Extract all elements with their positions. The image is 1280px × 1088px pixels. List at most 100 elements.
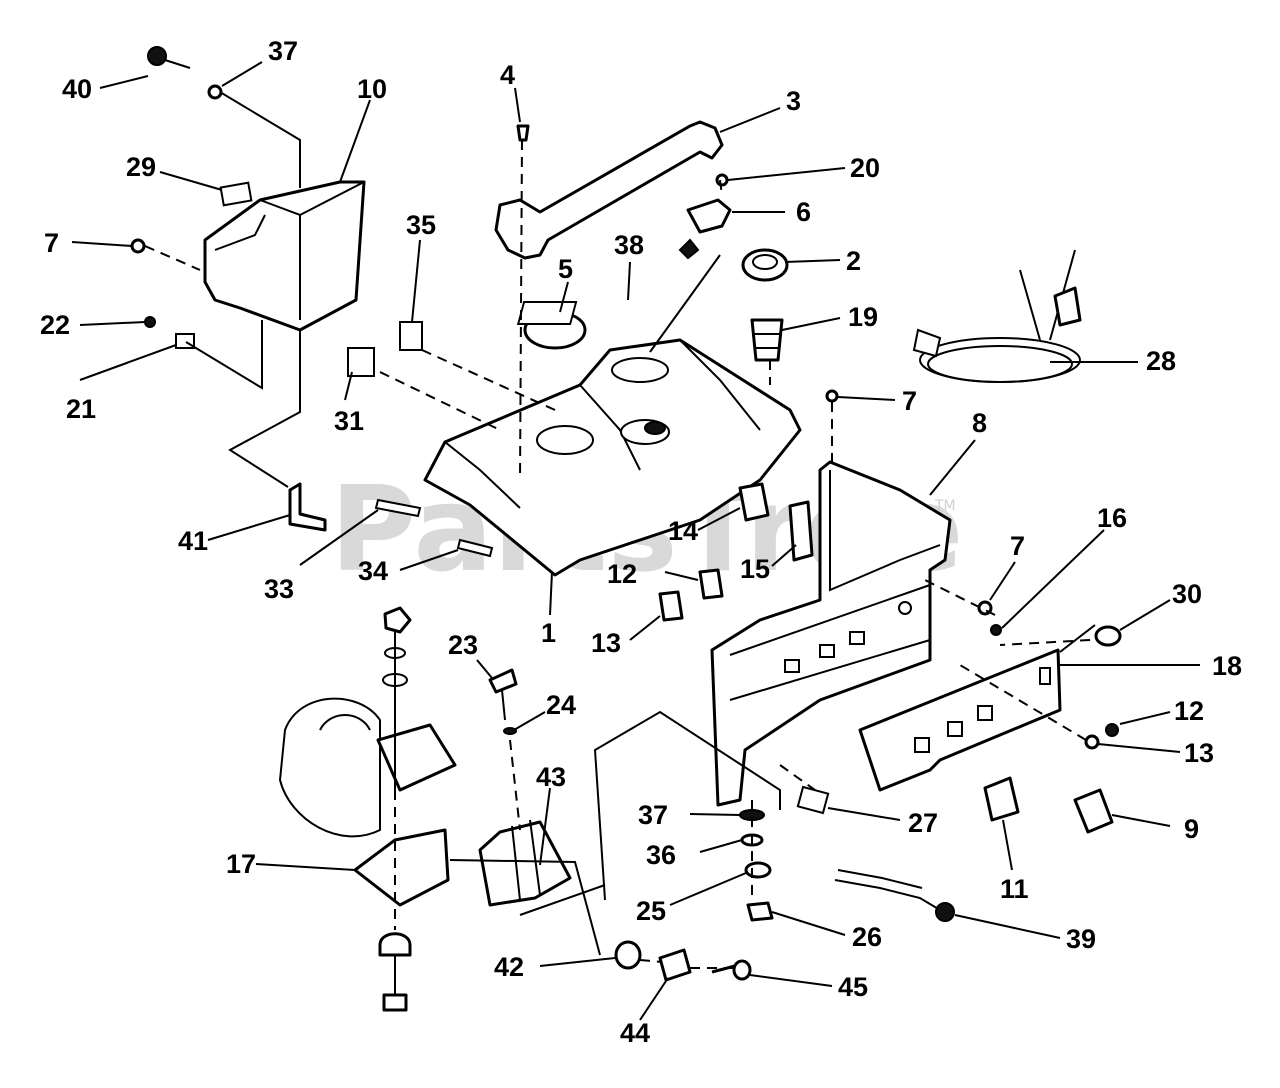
cord-28-drawing bbox=[912, 249, 1082, 383]
part-label-13-upper: 13 bbox=[591, 628, 621, 658]
mount-17-drawing bbox=[278, 697, 457, 907]
receptacle-9-drawing bbox=[1073, 788, 1114, 834]
nut-12-upper-drawing bbox=[698, 568, 724, 600]
part-label-40: 40 bbox=[62, 74, 92, 104]
part-label-34: 34 bbox=[358, 556, 388, 586]
part-label-31: 31 bbox=[334, 406, 364, 436]
plug-30-drawing bbox=[1094, 625, 1122, 647]
part-label-20: 20 bbox=[850, 153, 880, 183]
label-38-drawing bbox=[516, 301, 578, 325]
switch-11-drawing bbox=[983, 776, 1020, 822]
sleeve-44-drawing bbox=[658, 948, 692, 982]
label-29-drawing bbox=[219, 181, 253, 207]
part-label-2: 2 bbox=[846, 246, 861, 276]
frame-8-drawing bbox=[710, 460, 952, 807]
part-label-22: 22 bbox=[40, 310, 70, 340]
part-label-3: 3 bbox=[786, 86, 801, 116]
stud-stack-drawing bbox=[382, 606, 412, 790]
part-labels: 1 2 3 4 5 6 7 7 7 8 9 10 11 12 12 13 13 … bbox=[40, 36, 1242, 1048]
strip-33-drawing bbox=[374, 498, 422, 518]
screw-7-top-drawing bbox=[825, 389, 839, 403]
part-label-7-top: 7 bbox=[902, 386, 917, 416]
grommet-42-drawing bbox=[614, 940, 642, 970]
part-label-16: 16 bbox=[1097, 503, 1127, 533]
part-label-14: 14 bbox=[668, 516, 698, 546]
part-label-33: 33 bbox=[264, 574, 294, 604]
bracket-43-drawing bbox=[478, 820, 572, 907]
bracket-41-drawing bbox=[288, 482, 327, 532]
fuel-tank-1-drawing bbox=[423, 338, 802, 577]
part-label-24: 24 bbox=[546, 690, 576, 720]
label-31-drawing bbox=[347, 347, 375, 377]
strip-34-drawing bbox=[456, 538, 494, 558]
part-drawings bbox=[130, 46, 1122, 1012]
part-label-41: 41 bbox=[178, 526, 208, 556]
part-label-11: 11 bbox=[1000, 874, 1029, 904]
part-label-1: 1 bbox=[541, 618, 556, 648]
plate-15-drawing bbox=[788, 500, 814, 562]
part-label-38: 38 bbox=[614, 230, 644, 260]
part-label-4: 4 bbox=[500, 60, 515, 90]
shroud-10-drawing bbox=[203, 180, 366, 332]
part-label-23: 23 bbox=[448, 630, 478, 660]
part-label-21: 21 bbox=[66, 394, 96, 424]
part-label-5: 5 bbox=[558, 254, 573, 284]
bolt-45-drawing bbox=[732, 959, 752, 981]
part-label-6: 6 bbox=[796, 197, 811, 227]
screw-7-left-drawing bbox=[130, 238, 146, 254]
label-27-drawing bbox=[796, 785, 830, 815]
part-label-43: 43 bbox=[536, 762, 566, 792]
screw-20-drawing bbox=[715, 173, 729, 187]
part-label-17: 17 bbox=[226, 849, 256, 879]
part-label-13-right: 13 bbox=[1184, 738, 1214, 768]
part-label-7-right: 7 bbox=[1010, 531, 1025, 561]
bolt-23-drawing bbox=[488, 668, 518, 694]
foot-26-drawing bbox=[746, 901, 774, 922]
label-35-drawing bbox=[399, 321, 423, 351]
nut-12-right-drawing bbox=[1105, 723, 1119, 737]
part-label-9: 9 bbox=[1184, 814, 1199, 844]
grommet-25-drawing bbox=[744, 861, 772, 879]
part-label-15: 15 bbox=[740, 554, 770, 584]
nut-22-drawing bbox=[144, 316, 156, 328]
part-label-10: 10 bbox=[357, 74, 387, 104]
assembly-lines bbox=[144, 91, 1096, 969]
part-label-35: 35 bbox=[406, 210, 436, 240]
part-label-12-right: 12 bbox=[1174, 696, 1204, 726]
part-label-44: 44 bbox=[620, 1018, 650, 1048]
washer-37-drawing bbox=[207, 84, 223, 100]
part-label-45: 45 bbox=[838, 972, 868, 1002]
part-label-27: 27 bbox=[908, 808, 938, 838]
part-label-18: 18 bbox=[1212, 651, 1242, 681]
watermark-trademark: TM bbox=[934, 498, 956, 514]
nut-13-right-drawing bbox=[1084, 734, 1100, 750]
part-label-36: 36 bbox=[646, 840, 676, 870]
handle-3-drawing bbox=[494, 120, 724, 260]
part-label-29: 29 bbox=[126, 152, 156, 182]
switch-14-drawing bbox=[738, 482, 770, 522]
leader-lines bbox=[71, 61, 1200, 1021]
foot-bolt-drawing bbox=[378, 932, 412, 1012]
part-label-42: 42 bbox=[494, 952, 524, 982]
part-label-30: 30 bbox=[1172, 579, 1202, 609]
part-label-37-top: 37 bbox=[268, 36, 298, 66]
bolt-40-drawing bbox=[147, 46, 191, 69]
nut-13-upper-drawing bbox=[658, 590, 684, 622]
gauge-6-drawing bbox=[686, 198, 732, 234]
washer-24-drawing bbox=[503, 727, 517, 735]
part-label-39: 39 bbox=[1066, 924, 1096, 954]
part-label-19: 19 bbox=[848, 302, 878, 332]
panel-18-drawing bbox=[858, 648, 1062, 792]
part-label-7-left: 7 bbox=[44, 228, 59, 258]
part-label-37-lower: 37 bbox=[638, 800, 668, 830]
wire-39-drawing bbox=[834, 869, 955, 922]
part-label-28: 28 bbox=[1146, 346, 1176, 376]
part-label-8: 8 bbox=[972, 408, 987, 438]
part-label-26: 26 bbox=[852, 922, 882, 952]
part-label-25: 25 bbox=[636, 896, 666, 926]
strainer-19-drawing bbox=[750, 318, 784, 362]
screw-4-drawing bbox=[516, 124, 530, 142]
screw-16-drawing bbox=[990, 624, 1002, 636]
part-label-12-upper: 12 bbox=[607, 559, 637, 589]
